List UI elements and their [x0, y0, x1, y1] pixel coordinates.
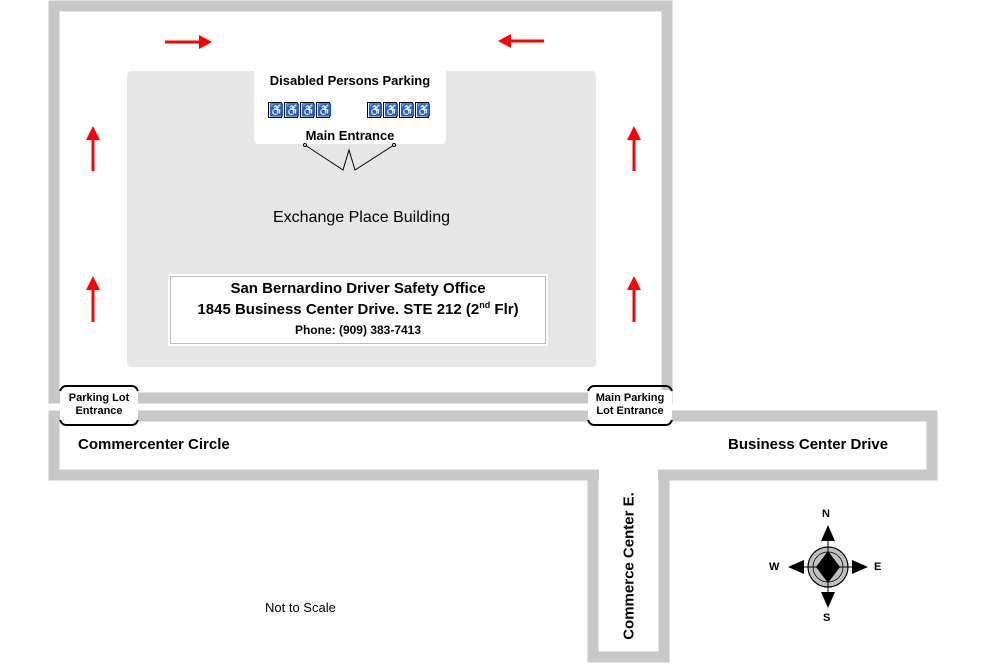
compass-rose — [788, 525, 868, 608]
main-entrance-doors — [303, 143, 396, 171]
wheelchair-icon: ♿ — [415, 102, 431, 118]
address-main: 1845 Business Center Drive. STE 212 (2 — [197, 301, 480, 318]
commercenter-circle-label: Commercenter Circle — [78, 436, 230, 453]
arrow-right-top — [165, 35, 212, 49]
compass-w: W — [769, 561, 780, 573]
office-info-box: San Bernardino Driver Safety Office 1845… — [168, 274, 548, 346]
main-parking-lot-entrance-label: Main Parking Lot Entrance — [590, 392, 670, 418]
entrance-bracket-left-bottom — [59, 419, 139, 426]
entrance-bracket-right-bottom — [587, 419, 673, 426]
disabled-parking-label: Disabled Persons Parking — [269, 73, 431, 88]
arrow-left-top — [498, 34, 544, 48]
parking-lot-loop — [48, 0, 673, 404]
compass-s: S — [823, 612, 831, 624]
business-center-drive-label: Business Center Drive — [728, 436, 889, 453]
arrow-up-left-upper — [86, 126, 100, 171]
compass-diamond — [816, 551, 840, 583]
address-end: Flr) — [490, 301, 519, 318]
office-phone: Phone: (909) 383-7413 — [294, 323, 422, 337]
traffic-arrows — [86, 34, 641, 322]
compass-arrow-n — [821, 525, 835, 541]
wheelchair-icon: ♿ — [268, 102, 284, 118]
compass-n: N — [822, 508, 830, 520]
entrance-bracket-right-top — [587, 385, 673, 392]
commerce-center-e-label: Commerce Center E. — [620, 492, 638, 640]
office-address: 1845 Business Center Drive. STE 212 (2nd… — [170, 300, 546, 318]
wheelchair-icon: ♿ — [300, 102, 316, 118]
address-sup: nd — [479, 300, 491, 310]
arrow-up-right-upper — [627, 126, 641, 171]
compass-e: E — [874, 561, 882, 573]
wheelchair-icon: ♿ — [383, 102, 399, 118]
wheelchair-icon: ♿ — [399, 102, 415, 118]
not-to-scale-label: Not to Scale — [265, 600, 336, 615]
arrow-up-right-lower — [627, 276, 641, 322]
compass-arrow-s — [821, 592, 835, 608]
wheelchair-icon: ♿ — [316, 102, 332, 118]
parking-icons-right: ♿♿♿♿ — [367, 102, 437, 120]
compass-arrow-w — [788, 560, 804, 574]
parking-lot-entrance-label: Parking Lot Entrance — [62, 392, 136, 418]
wheelchair-icon: ♿ — [367, 102, 383, 118]
wheelchair-icon: ♿ — [284, 102, 300, 118]
compass-arrow-e — [852, 560, 868, 574]
building-name: Exchange Place Building — [272, 209, 450, 226]
main-entrance-label: Main Entrance — [305, 128, 395, 143]
office-name: San Bernardino Driver Safety Office — [230, 280, 486, 297]
disabled-parking-area — [254, 64, 446, 144]
parking-icons-left: ♿♿♿♿ — [268, 102, 338, 120]
arrow-up-left-lower — [86, 276, 100, 322]
road-commerce-center-e — [587, 475, 670, 663]
entrance-bracket-left-top — [59, 385, 139, 392]
